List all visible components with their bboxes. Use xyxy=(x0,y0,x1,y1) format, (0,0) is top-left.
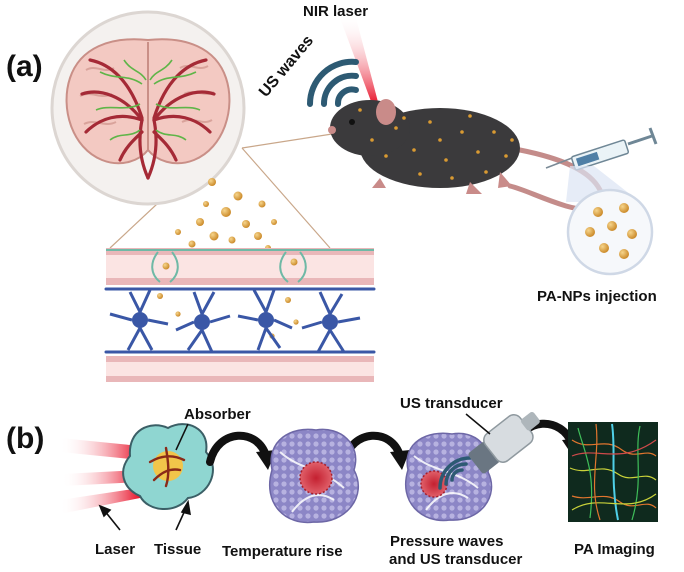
blood-brain-barrier-illustration xyxy=(104,248,376,382)
laser-beams xyxy=(60,438,140,514)
brain-vasculature-illustration xyxy=(50,10,246,206)
nir-laser-label: NIR laser xyxy=(303,3,368,20)
laser-label: Laser xyxy=(95,541,135,558)
temperature-rise-label: Temperature rise xyxy=(222,543,343,560)
pa-imaging-result xyxy=(568,422,658,522)
temperature-rise-illustration xyxy=(269,428,360,524)
tissue-label: Tissue xyxy=(154,541,201,558)
syringe-icon xyxy=(545,127,658,171)
us-transducer-pointer xyxy=(465,413,491,435)
nanoparticle-cloud xyxy=(175,178,277,256)
absorber-pointer xyxy=(175,423,189,451)
nir-laser-beam: NIR laser xyxy=(303,3,378,104)
pressure-waves-label-line1: Pressure waves xyxy=(390,533,503,550)
absorber-label: Absorber xyxy=(184,406,251,423)
panel-label-b: (b) xyxy=(6,422,44,455)
us-waves-label: US waves xyxy=(256,32,317,100)
pa-imaging-label: PA Imaging xyxy=(574,541,655,558)
pa-nps-injection-label: PA-NPs injection xyxy=(537,288,657,305)
neuron-cells xyxy=(109,289,361,353)
nanoparticle-injection-magnifier xyxy=(566,166,654,276)
tissue-absorber-illustration xyxy=(122,423,214,511)
us-transducer-label: US transducer xyxy=(400,395,503,412)
mouse-illustration xyxy=(328,99,605,212)
label-pointers xyxy=(98,499,191,531)
us-transducer-icon xyxy=(468,412,540,474)
us-waves-icon xyxy=(306,58,359,107)
panel-label-a: (a) xyxy=(6,50,43,83)
pressure-waves-label-line2: and US transducer xyxy=(389,551,523,568)
